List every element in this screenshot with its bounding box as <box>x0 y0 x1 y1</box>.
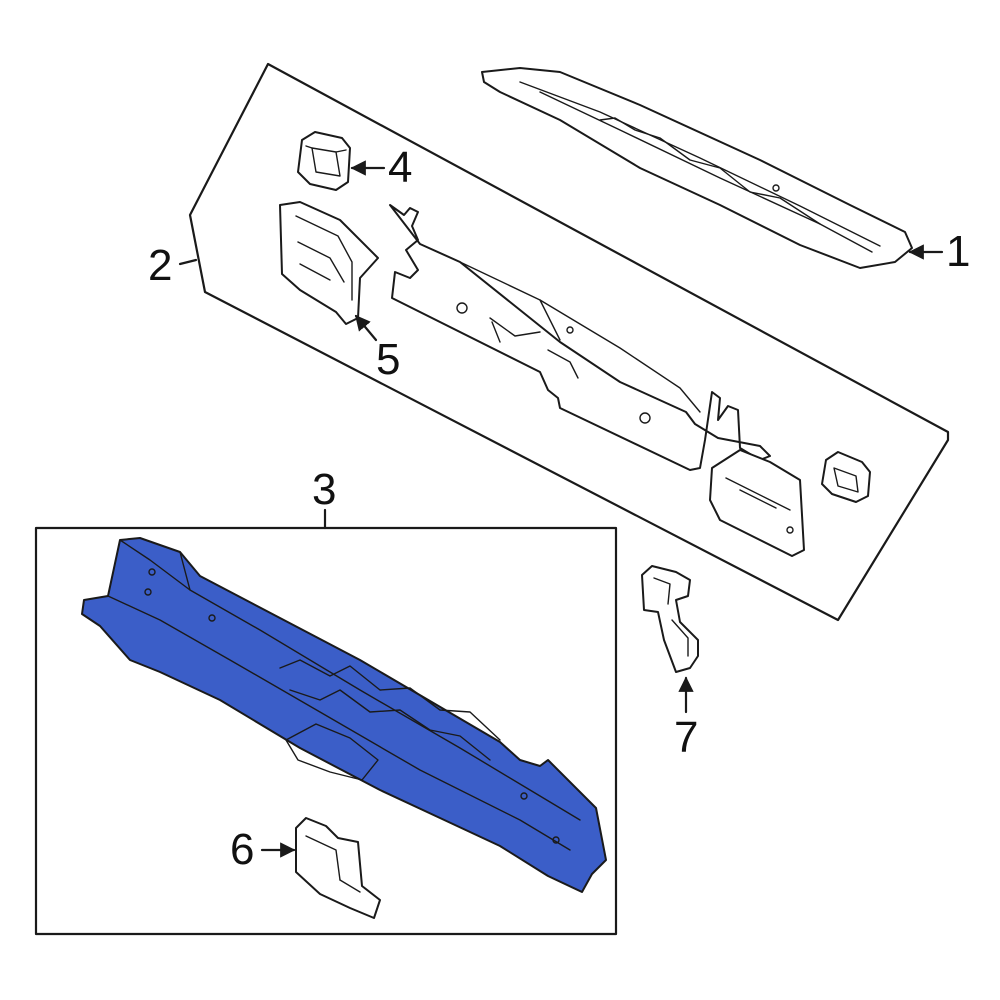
callout-5: 5 <box>376 335 400 384</box>
callout-1: 1 <box>946 227 970 276</box>
callout-4: 4 <box>388 143 412 192</box>
part-4-clip-upper[interactable] <box>297 131 351 191</box>
callout-3: 3 <box>312 465 336 514</box>
callout-2: 2 <box>148 241 172 290</box>
leader-2 <box>178 258 198 266</box>
part-3-lower-panel-highlighted[interactable] <box>81 537 607 893</box>
callout-7: 7 <box>674 713 698 762</box>
part-2-corner-bracket[interactable] <box>709 449 805 557</box>
upper-assembly-frame <box>188 62 950 622</box>
part-6-small-bracket[interactable] <box>295 817 381 919</box>
callout-6: 6 <box>230 825 254 874</box>
part-2-main-panel[interactable] <box>389 204 771 471</box>
part-7-bracket[interactable] <box>641 565 699 673</box>
part-4-clip-lower[interactable] <box>821 451 871 503</box>
leader-5 <box>354 314 378 342</box>
part-5-bracket-left[interactable] <box>279 201 379 325</box>
part-1-upper-rail[interactable] <box>481 67 913 269</box>
